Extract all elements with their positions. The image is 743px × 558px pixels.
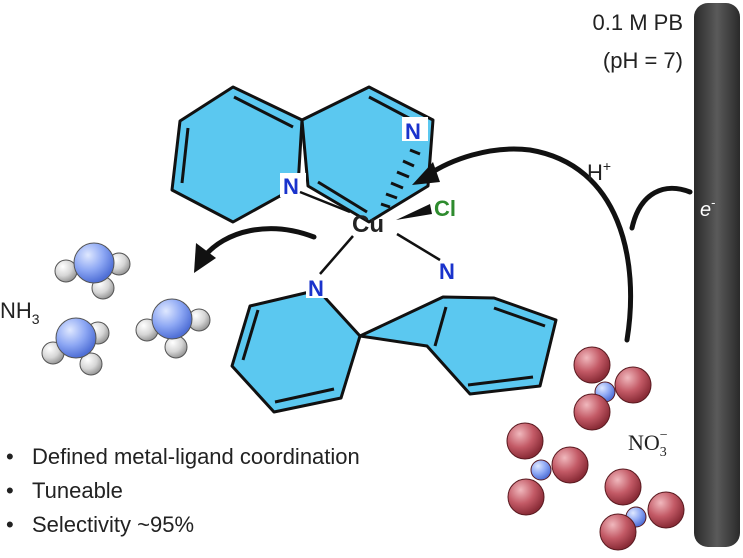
nitrogen-label: N — [405, 119, 421, 144]
pyridine-ring — [358, 295, 558, 396]
nitrate-molecule — [599, 468, 685, 551]
electron-transfer-arrow — [629, 185, 693, 231]
proton-transfer-arrow — [425, 146, 634, 343]
product-release-arrow — [200, 226, 317, 261]
nitrogen-label: N — [283, 174, 299, 199]
ammonia-molecule — [135, 298, 211, 359]
nitrogen-label: N — [308, 276, 324, 301]
coordination-bonds — [299, 148, 441, 275]
electrode — [694, 3, 740, 547]
curved-arrows — [200, 146, 693, 343]
list-item: •Defined metal-ligand coordination — [6, 444, 360, 469]
buffer-label: 0.1 M PB — [593, 10, 683, 35]
feature-list: •Defined metal-ligand coordination •Tune… — [0, 440, 360, 542]
list-item: •Selectivity ~95% — [6, 512, 195, 537]
ammonia-label: NH3 — [0, 298, 40, 327]
pyridine-ring — [170, 85, 304, 224]
list-item-text: Tuneable — [32, 478, 123, 503]
arrowhead — [412, 162, 440, 185]
nitrate-label: NO3− — [628, 428, 668, 460]
nitrate-molecule — [573, 346, 652, 431]
list-item-text: Selectivity ~95% — [32, 512, 195, 537]
ammonia-molecule — [41, 317, 110, 376]
chloride-label: Cl — [434, 196, 456, 221]
ammonia-molecule — [54, 242, 131, 300]
arrowhead — [194, 243, 216, 273]
proton-label: H+ — [587, 158, 611, 185]
bipyridine-bottom — [230, 257, 558, 414]
nitrogen-label: N — [439, 259, 455, 284]
bipyridine-top — [170, 85, 435, 224]
electron-label: e- — [700, 195, 715, 221]
wedge-bond — [396, 204, 432, 220]
copper-label: Cu — [352, 211, 384, 238]
ph-label: (pH = 7) — [603, 48, 683, 73]
pyridine-ring — [230, 288, 362, 414]
nitrate-molecule — [506, 422, 589, 516]
list-item: •Tuneable — [6, 478, 123, 503]
list-item-text: Defined metal-ligand coordination — [32, 444, 360, 469]
